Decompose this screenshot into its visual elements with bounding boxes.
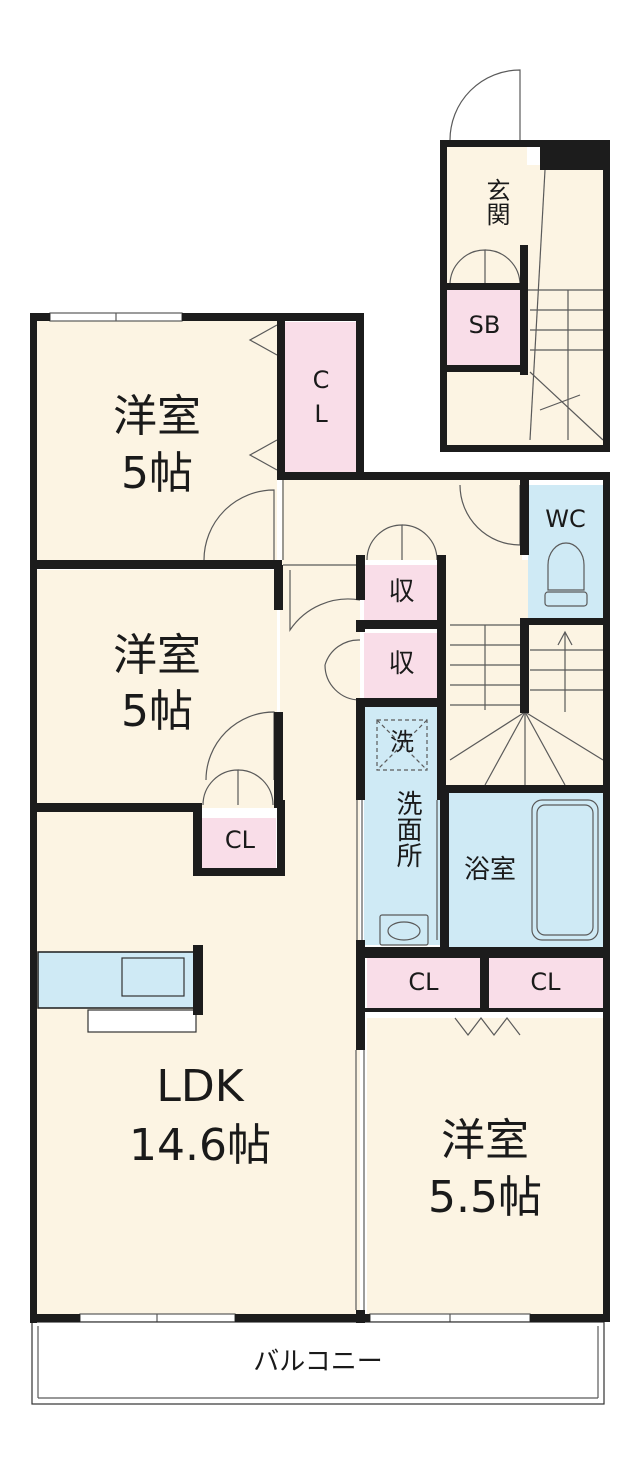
washer-box (376, 719, 428, 771)
label-cl-b1: CL (408, 968, 439, 996)
balcony-outline (31, 1321, 605, 1405)
walls (30, 140, 610, 1323)
label-western1-size: 5帖 (121, 448, 193, 499)
kitchen-sink (121, 957, 185, 997)
label-cl-top-c: C (312, 366, 330, 394)
bath-fill (447, 792, 603, 947)
label-western2-name: 洋室 (113, 630, 201, 681)
label-genkan: 玄関 (482, 178, 510, 226)
cl-top-fill (285, 322, 356, 472)
label-cl-w2: CL (224, 826, 256, 854)
western1-door-swing (203, 489, 275, 561)
ldk-floor (37, 560, 360, 1316)
label-sb: SB (468, 311, 501, 339)
label-western3-name: 洋室 (441, 1115, 529, 1166)
label-western2-size: 5帖 (121, 686, 193, 737)
label-balcony: バルコニー (253, 1347, 383, 1377)
lower-hall-floor (447, 372, 527, 445)
cl-w2-fill (200, 818, 276, 868)
label-wc: WC (545, 505, 586, 533)
toilet-tank (544, 591, 588, 607)
fixtures (31, 69, 605, 1405)
label-ldk-size: 14.6帖 (129, 1120, 271, 1171)
label-washroom: 洗面所 (392, 790, 422, 868)
label-western3-size: 5.5帖 (428, 1172, 542, 1223)
bathtub (531, 799, 599, 941)
western1-floor (37, 320, 277, 562)
label-ldk-name: LDK (156, 1061, 244, 1112)
label-cl-top-l: L (314, 400, 328, 428)
upper-stair-floor (527, 165, 605, 445)
cl-b2-fill (488, 958, 603, 1010)
genkan-floor (447, 145, 527, 285)
label-bath: 浴室 (463, 855, 516, 885)
cl-b1-fill (367, 958, 480, 1010)
wash-basin (379, 914, 429, 946)
label-storage1: 収 (388, 577, 415, 607)
label-washer: 洗 (390, 728, 414, 756)
kitchen-base (87, 1009, 197, 1033)
storage2-fill (364, 633, 439, 698)
front-door-swing (449, 69, 521, 141)
label-western1-name: 洋室 (113, 391, 201, 442)
wc-fill (528, 485, 603, 623)
toilet-bowl (547, 542, 585, 591)
label-cl-b2: CL (530, 968, 561, 996)
western2-floor (37, 570, 277, 808)
sb-fill (447, 290, 522, 365)
storage1-fill (364, 565, 439, 620)
western3-floor (367, 1018, 603, 1316)
label-storage2: 収 (388, 649, 415, 679)
